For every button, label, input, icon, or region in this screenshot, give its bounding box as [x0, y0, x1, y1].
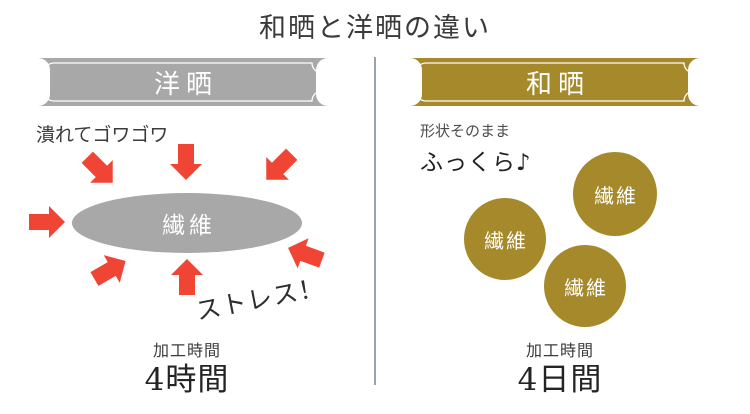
- banner-right: 和晒: [410, 58, 700, 106]
- banner-right-label: 和晒: [525, 69, 590, 100]
- arrow-top-right-icon: [257, 145, 301, 189]
- arrow-bottom-right-icon: [283, 232, 327, 276]
- fiber-circle-3-label: 繊維: [564, 275, 608, 300]
- page-title: 和晒と洋晒の違い: [259, 13, 491, 44]
- fiber-circle-2: 繊維: [573, 152, 657, 236]
- caption-left: 加工時間 4時間: [37, 341, 337, 399]
- caption-left-big: 4時間: [144, 362, 230, 398]
- caption-right: 加工時間 4日間: [410, 341, 710, 399]
- fiber-circle-1: 繊維: [464, 198, 546, 280]
- note-gowagowa: 潰れてゴワゴワ: [36, 124, 169, 146]
- fiber-ellipse-label: 繊維: [162, 213, 216, 239]
- panel-divider: [374, 57, 376, 385]
- banner-left-label: 洋晒: [153, 69, 218, 100]
- caption-left-small: 加工時間: [152, 341, 221, 360]
- note-keijou-sonomama: 形状そのまま: [420, 122, 511, 140]
- arrow-bottom-icon: [165, 255, 209, 299]
- arrow-left-icon: [25, 200, 69, 244]
- banner-left: 洋晒: [38, 58, 328, 106]
- note-fukkura: ふっくら♪: [420, 150, 532, 176]
- caption-right-big: 4日間: [517, 362, 603, 398]
- banner-left-plaque-shape: [38, 58, 328, 106]
- fiber-circle-2-label: 繊維: [594, 183, 638, 208]
- note-stress: ストレス！: [193, 272, 327, 326]
- arrow-top-icon: [164, 140, 208, 184]
- arrow-top-left-icon: [78, 148, 122, 192]
- arrow-bottom-left-icon: [88, 248, 132, 292]
- banner-right-plaque-shape: [410, 58, 700, 106]
- fiber-circle-3: 繊維: [544, 245, 626, 327]
- caption-right-small: 加工時間: [525, 341, 594, 360]
- fiber-ellipse: 繊維: [72, 193, 302, 253]
- fiber-circle-1-label: 繊維: [484, 228, 528, 253]
